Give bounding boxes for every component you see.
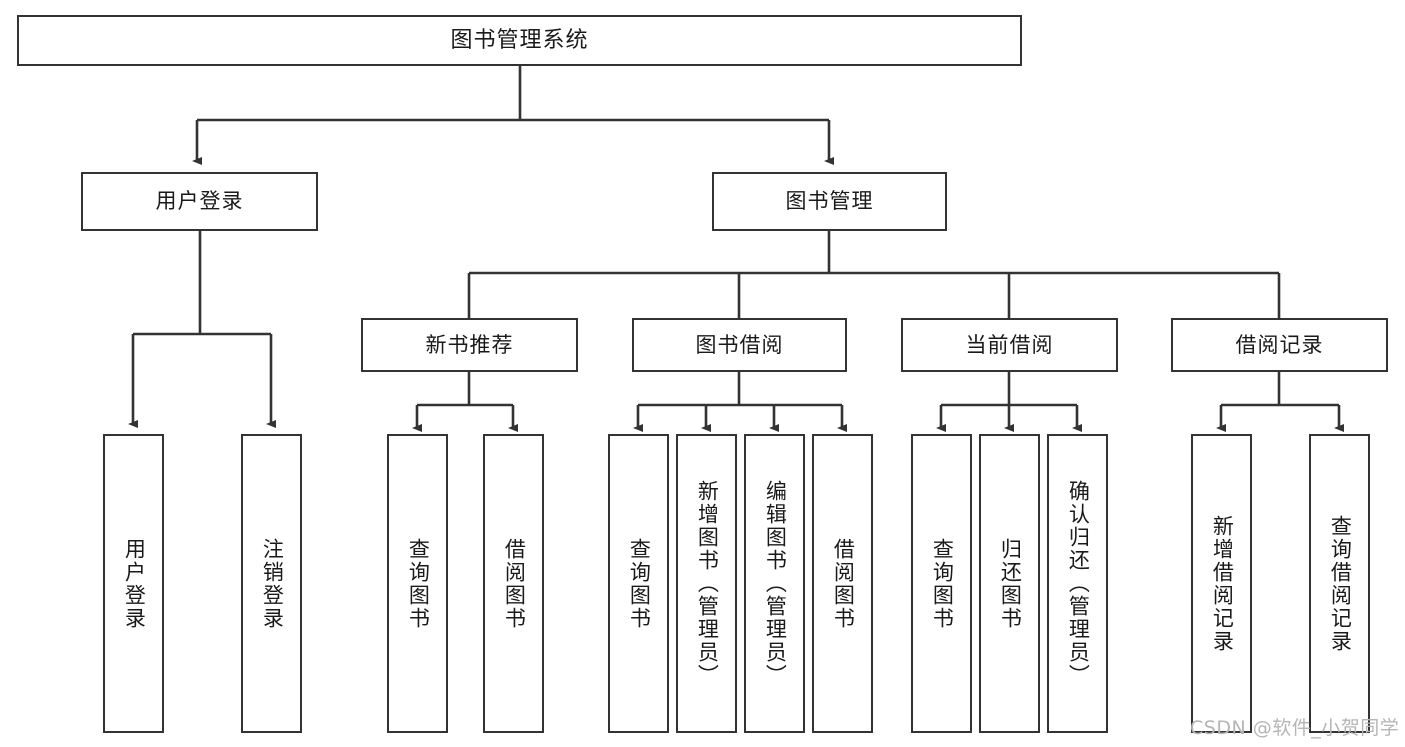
node-leaf-user-login[interactable]: 用户登录 [103, 434, 164, 733]
node-leaf-query-record[interactable]: 查询借阅记录 [1309, 434, 1370, 733]
node-leaf-user-logout[interactable]: 注销登录 [241, 434, 302, 733]
node-new-book-recommend[interactable]: 新书推荐 [361, 318, 578, 372]
node-leaf-add-book[interactable]: 新增图书（管理员） [676, 434, 737, 733]
node-leaf-query-book-2[interactable]: 查询图书 [608, 434, 669, 733]
leaf-label: 借阅图书 [831, 537, 856, 630]
node-leaf-edit-book[interactable]: 编辑图书（管理员） [744, 434, 805, 733]
leaf-label: 查询图书 [930, 537, 955, 630]
leaf-label: 查询图书 [627, 537, 652, 630]
leaf-label: 归还图书 [998, 537, 1023, 630]
leaf-label: 借阅图书 [502, 537, 527, 630]
node-user-login[interactable]: 用户登录 [81, 172, 318, 231]
leaf-label: 查询借阅记录 [1328, 514, 1353, 653]
node-leaf-add-record[interactable]: 新增借阅记录 [1191, 434, 1252, 733]
node-current-borrow[interactable]: 当前借阅 [901, 318, 1118, 372]
leaf-label: 编辑图书（管理员） [763, 480, 788, 687]
node-leaf-borrow-book-1[interactable]: 借阅图书 [483, 434, 544, 733]
node-root[interactable]: 图书管理系统 [17, 15, 1022, 66]
leaf-label: 查询图书 [406, 537, 431, 630]
leaf-label: 注销登录 [260, 537, 285, 630]
leaf-label: 新增借阅记录 [1210, 514, 1235, 653]
node-leaf-query-book-1[interactable]: 查询图书 [387, 434, 448, 733]
node-leaf-return-book[interactable]: 归还图书 [979, 434, 1040, 733]
node-leaf-query-book-3[interactable]: 查询图书 [911, 434, 972, 733]
node-borrow-record[interactable]: 借阅记录 [1171, 318, 1388, 372]
node-book-borrow[interactable]: 图书借阅 [632, 318, 847, 372]
node-book-management[interactable]: 图书管理 [712, 172, 947, 231]
node-leaf-confirm-return[interactable]: 确认归还（管理员） [1047, 434, 1108, 733]
leaf-label: 确认归还（管理员） [1066, 480, 1091, 687]
node-leaf-borrow-book-2[interactable]: 借阅图书 [812, 434, 873, 733]
leaf-label: 新增图书（管理员） [695, 480, 720, 687]
csdn-watermark: CSDN @软件_小贺同学 [1190, 717, 1400, 739]
leaf-label: 用户登录 [122, 537, 147, 630]
